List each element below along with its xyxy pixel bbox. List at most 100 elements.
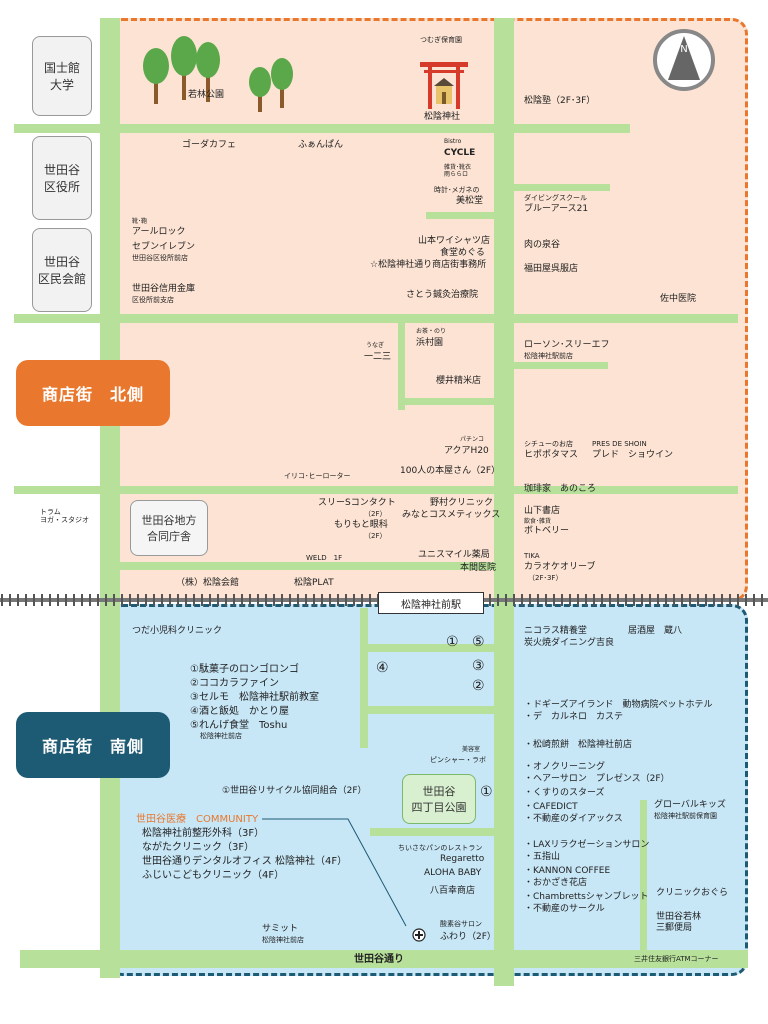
sanaka-label[interactable]: 佐中医院 — [660, 294, 697, 304]
list-item-5[interactable]: ⑤れんげ食堂 Toshu — [190, 720, 288, 731]
mitsui-label[interactable]: 三井住友銀行ATMコーナー — [634, 955, 719, 963]
community-clinic-4[interactable]: ふじいこどもクリニック（4F） — [142, 870, 285, 881]
izakaya-label[interactable]: 居酒屋 蔵八 — [628, 626, 683, 636]
community-clinic-1[interactable]: 松陰神社前整形外科（3F） — [142, 828, 265, 839]
shokudo-label[interactable]: 食堂めぐる — [440, 248, 485, 258]
seven-label[interactable]: セブンイレブン — [132, 242, 196, 252]
pres-label[interactable]: プレド ショウイン — [592, 450, 674, 460]
nicolas-label[interactable]: ニコラス精養堂 — [524, 626, 587, 636]
tram-label[interactable]: トラム ヨガ・スタジオ — [40, 508, 89, 525]
road-h1 — [14, 124, 630, 133]
station-label[interactable]: 松陰神社前駅 — [378, 592, 484, 614]
chambretts-label[interactable]: ・Chambrettsシャンブレット — [524, 892, 649, 902]
wakabayashi-post-label[interactable]: 世田谷若林 三郵便局 — [656, 912, 702, 933]
gov-office-box[interactable]: 世田谷地方 合同庁舎 — [130, 500, 208, 556]
unagi-small-label: うなぎ — [366, 342, 385, 349]
unismile-label[interactable]: ユニスマイル薬局 — [418, 550, 490, 560]
dogees-label[interactable]: ・ドギーズアイランド 動物病院ペットホテル — [524, 700, 713, 710]
matsuzaki-label[interactable]: ・松崎煎餅 松陰神社前店 — [524, 740, 633, 750]
decarne-label[interactable]: ・デ カルネロ カステ — [524, 712, 624, 722]
bishodo-label[interactable]: 美松堂 — [456, 196, 484, 206]
summit-sub-label: 松陰神社前店 — [262, 936, 304, 944]
community-label[interactable]: 世田谷医療 COMMUNITY — [136, 814, 259, 825]
alrock-label[interactable]: アールロック — [132, 227, 186, 237]
hamamura-label[interactable]: 浜村園 — [416, 338, 444, 348]
seven-sub-label: 世田谷区役所前店 — [132, 254, 188, 262]
sumibiyaki-label[interactable]: 炭火焼ダイニング吉良 — [524, 638, 615, 648]
three-s-label[interactable]: スリーSコンタクト — [318, 498, 396, 508]
ogura-label[interactable]: クリニックおぐら — [656, 888, 729, 898]
circle-label[interactable]: ・不動産のサークル — [524, 904, 605, 914]
weld-label[interactable]: WELD 1F — [306, 554, 343, 562]
aloha-label[interactable]: ALOHA BABY — [424, 868, 482, 878]
sato-label[interactable]: さとう鍼灸治療院 — [406, 290, 479, 300]
minato-label[interactable]: みなとコスメティックス — [402, 510, 501, 520]
yamamoto-label[interactable]: 山本ワイシャツ店 — [418, 236, 491, 246]
kokushikan-box[interactable]: 国士館 大学 — [32, 36, 92, 116]
cafedict-label[interactable]: ・CAFEDICT — [524, 802, 578, 812]
shinkin-label[interactable]: 世田谷信用金庫 — [132, 284, 196, 294]
compass-letter: N — [680, 44, 687, 55]
nikunoizumi-label[interactable]: 肉の泉谷 — [524, 240, 561, 250]
gouda-label[interactable]: ゴーダカフェ — [182, 140, 237, 150]
morimoto-label[interactable]: もりもと眼科 — [334, 520, 388, 530]
park-box[interactable]: 世田谷 四丁目公園 — [402, 774, 476, 824]
lawson-label[interactable]: ローソン･スリーエフ — [524, 340, 610, 350]
marker-3: ③ — [472, 658, 485, 674]
pachinko-small-label: パチンコ — [460, 436, 485, 443]
pincher-label[interactable]: ピンシャー・ラボ — [430, 756, 486, 764]
shoinplat-label[interactable]: 松陰PLAT — [294, 578, 334, 588]
road-h7 — [514, 184, 610, 191]
list-item-4[interactable]: ④酒と飯処 かとり屋 — [190, 706, 289, 717]
yaoko-label[interactable]: 八百幸商店 — [430, 886, 476, 896]
tsumugi-label[interactable]: つむぎ保育園 — [420, 36, 462, 44]
community-clinic-2[interactable]: ながたクリニック（3F） — [142, 842, 255, 853]
union-label[interactable]: ☆松陰神社通り商店街事務所 — [370, 260, 487, 270]
blueearth-label[interactable]: ブルーアース21 — [524, 204, 589, 214]
akonokoro-label[interactable]: 珈琲家 あのころ — [524, 484, 597, 494]
nomura-label[interactable]: 野村クリニック — [430, 498, 494, 508]
road-v1 — [398, 320, 405, 410]
karaoke-label[interactable]: カラオケオリーブ — [524, 562, 596, 572]
shoinkaikan-label[interactable]: （株）松陰会館 — [176, 578, 240, 588]
summit-label[interactable]: サミット — [262, 924, 299, 934]
botberry-label[interactable]: ボトベリー — [524, 526, 570, 536]
ichinisan-label[interactable]: 一二三 — [364, 352, 392, 362]
list-item-1[interactable]: ①駄菓子のロンゴロンゴ — [190, 664, 299, 675]
list-item-2[interactable]: ②ココカラファイン — [190, 678, 279, 689]
regaretto-label[interactable]: Regaretto — [440, 854, 485, 864]
fuwari-label[interactable]: ふわり（2F） — [440, 932, 496, 942]
gochi-label[interactable]: ・五指山 — [524, 852, 561, 862]
kusuri-label[interactable]: ・くすりのスターズ — [524, 788, 605, 798]
kannon-label[interactable]: ・KANNON COFFEE — [524, 866, 611, 876]
community-clinic-3[interactable]: 世田谷通りデンタルオフィス 松陰神社（4F） — [142, 856, 348, 867]
globalkids-label[interactable]: グローバルキッズ — [654, 800, 726, 810]
bistro-label[interactable]: CYCLE — [444, 148, 476, 158]
iriko-label[interactable]: イリコ･ヒーローター — [284, 472, 351, 480]
recycle-label[interactable]: ①世田谷リサイクル協同組合（2F） — [222, 786, 367, 796]
wakabayashi-park-label[interactable]: 若林公園 — [188, 90, 225, 100]
biyoushitsu-small-label: 美容室 — [462, 746, 481, 753]
aqua-label[interactable]: アクアH20 — [444, 446, 489, 456]
fukudaya-label[interactable]: 福田屋呉服店 — [524, 264, 579, 274]
ward-office-box[interactable]: 世田谷 区役所 — [32, 136, 92, 220]
honma-label[interactable]: 本間医院 — [460, 563, 497, 573]
tsuda-label[interactable]: つだ小児科クリニック — [132, 626, 223, 636]
shrine-label[interactable]: 松陰神社 — [424, 112, 461, 122]
shinkin-sub-label: 区役所前支店 — [132, 296, 174, 304]
ono-label[interactable]: ・オノクリーニング — [524, 762, 606, 772]
hipposapotamasu-label[interactable]: ヒポポタマス — [524, 450, 579, 460]
fuanpan-label[interactable]: ふぁんぱん — [298, 140, 344, 150]
hyakunin-label[interactable]: 100人の本屋さん（2F） — [400, 466, 501, 476]
yamashita-label[interactable]: 山下書店 — [524, 506, 561, 516]
civic-hall-box[interactable]: 世田谷 区民会館 — [32, 228, 92, 312]
sakurai-label[interactable]: 櫻井精米店 — [436, 376, 482, 386]
okagesama-label[interactable]: ・おかざき花店 — [524, 878, 588, 888]
list-item-3[interactable]: ③セルモ 松陰神社駅前教室 — [190, 692, 319, 703]
lawson-sub-label: 松陰神社駅前店 — [524, 352, 573, 360]
shoinjuku-label[interactable]: 松陰塾（2F･3F） — [524, 96, 596, 106]
dianox-label[interactable]: ・不動産のダイアックス — [524, 814, 623, 824]
lax-label[interactable]: ・LAXリラクゼーションサロン — [524, 840, 650, 850]
street-label[interactable]: 世田谷通り — [354, 954, 404, 965]
presence-label[interactable]: ・ヘアーサロン プレゼンス（2F） — [524, 774, 670, 784]
